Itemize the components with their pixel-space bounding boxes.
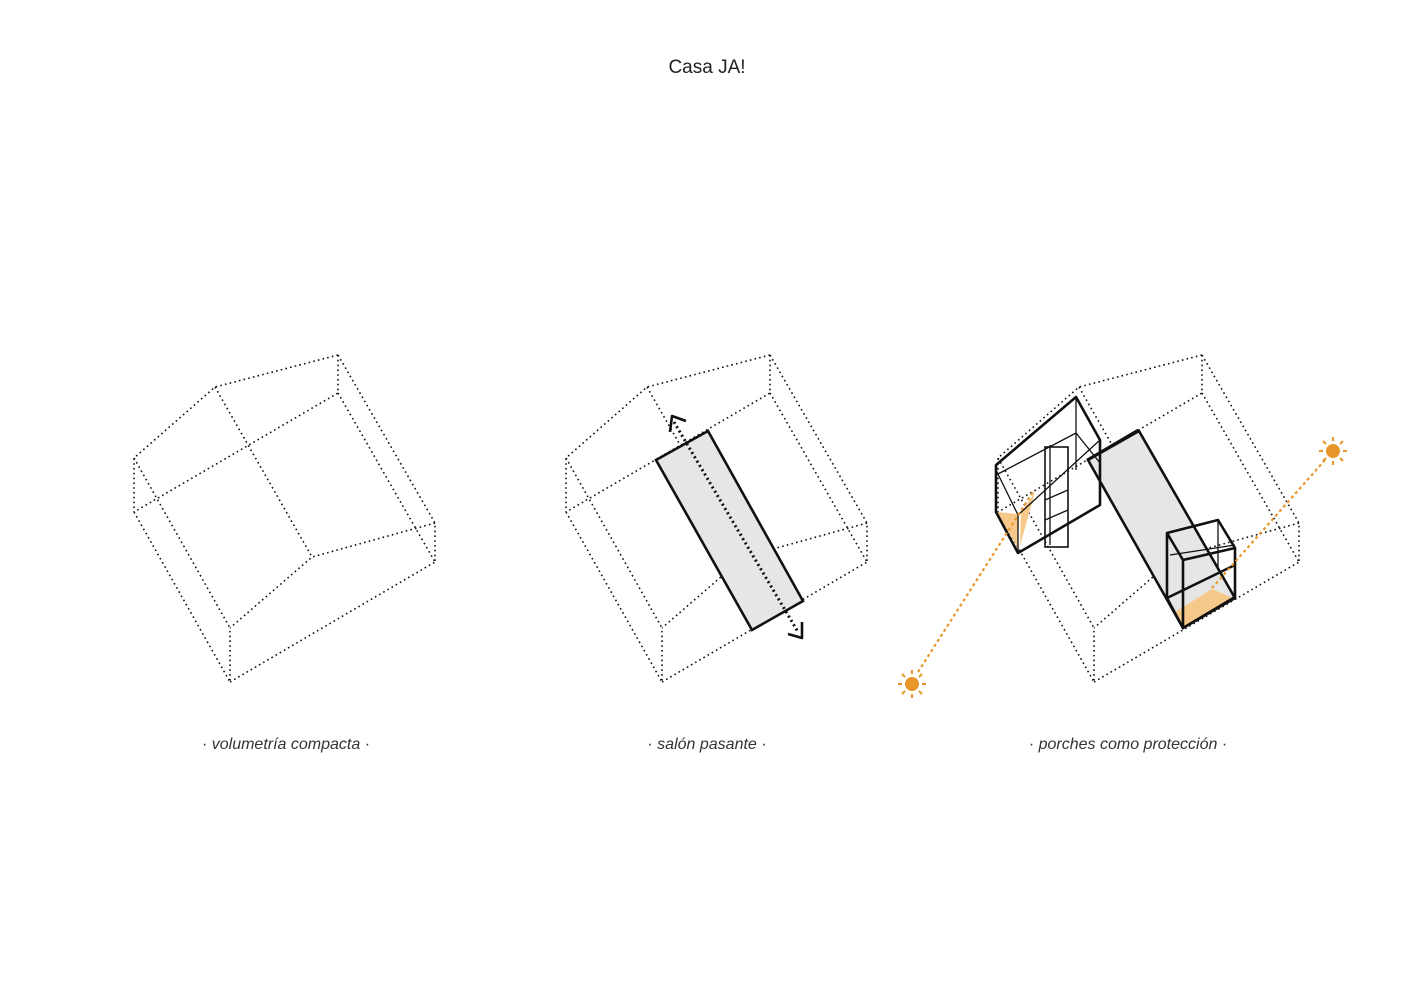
caption-salon: · salón pasante · — [647, 736, 767, 753]
sun-icon — [898, 670, 926, 698]
page-title: Casa JA! — [668, 57, 746, 78]
diagram-volumetria — [133, 354, 436, 683]
porch-right — [1165, 518, 1237, 630]
porch-left — [994, 395, 1139, 555]
shelf — [1044, 446, 1069, 548]
caption-porches: · porches como protección · — [1028, 736, 1228, 753]
double-arrow-icon — [668, 414, 804, 640]
diagram-porches — [898, 354, 1347, 698]
salon-volume — [654, 429, 805, 632]
diagram-salon — [565, 354, 868, 683]
sun-icon — [1319, 437, 1347, 465]
caption-volumetria: · volumetría compacta · — [201, 736, 371, 753]
